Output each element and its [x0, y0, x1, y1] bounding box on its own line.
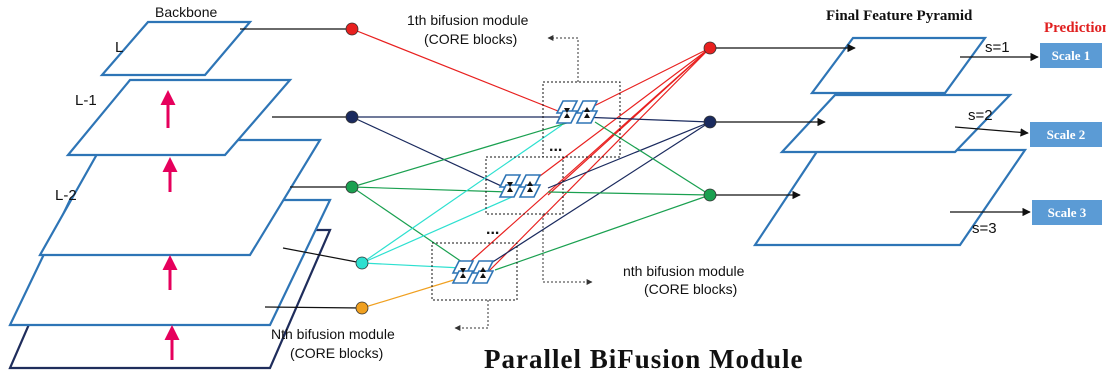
- pyramid-plane-2: [779, 93, 1013, 154]
- module-first-subtitle: (CORE blocks): [424, 31, 517, 47]
- scale-arrows: [950, 52, 1039, 217]
- node-red-in: [345, 22, 359, 36]
- node-orange-in: [355, 301, 369, 315]
- module-first-title: 1th bifusion module: [407, 12, 529, 28]
- ellipsis-1: ...: [549, 138, 562, 155]
- backbone-level-L: L: [115, 39, 123, 56]
- pyramid-title: Final Feature Pyramid: [826, 8, 973, 24]
- scale-3-label: Scale 3: [1048, 205, 1087, 220]
- backbone-plane-2: [65, 78, 293, 157]
- module-leaders: [454, 35, 593, 331]
- final-pyramid: [752, 36, 1028, 247]
- backbone-taps: [240, 28, 363, 309]
- scale-1-label: Scale 1: [1052, 48, 1091, 63]
- backbone-level-L-1: L-1: [75, 92, 97, 109]
- backbone-plane-1: [99, 20, 253, 77]
- ellipsis-2: ...: [486, 221, 499, 238]
- fusion-connections: [351, 28, 711, 309]
- footer-title: Parallel BiFusion Module: [484, 344, 804, 374]
- fusion-nodes: [345, 22, 717, 315]
- backbone-level-L-2: L-2: [55, 187, 77, 204]
- backbone-title: Backbone: [155, 4, 217, 20]
- scale-2-s-label: s=2: [968, 107, 993, 124]
- module-nth-title: nth bifusion module: [623, 263, 745, 279]
- module-Nth-title: Nth bifusion module: [271, 326, 395, 342]
- pyramid-plane-1: [809, 36, 988, 95]
- backbone-plane-3: [38, 138, 322, 257]
- pyramid-inputs: [716, 43, 856, 200]
- predictions-title: Predictions: [1044, 20, 1106, 36]
- scale-3-box: Scale 3: [1032, 200, 1102, 225]
- backbone-stack: Backbone L L-1 L-2: [8, 4, 332, 370]
- node-navy-out: [703, 115, 717, 129]
- scale-2-box: Scale 2: [1030, 122, 1102, 147]
- module-Nth-subtitle: (CORE blocks): [290, 345, 383, 361]
- node-cyan-in: [355, 256, 369, 270]
- node-green-out: [703, 188, 717, 202]
- scale-1-box: Scale 1: [1040, 43, 1102, 68]
- scale-3-s-label: s=3: [972, 220, 997, 237]
- module-nth: [485, 156, 564, 215]
- node-green-in: [345, 180, 359, 194]
- node-red-out: [703, 41, 717, 55]
- node-navy-in: [345, 110, 359, 124]
- scale-2-label: Scale 2: [1047, 127, 1086, 142]
- scale-1-s-label: s=1: [985, 39, 1010, 56]
- module-Nth: [431, 242, 518, 301]
- module-nth-subtitle: (CORE blocks): [644, 281, 737, 297]
